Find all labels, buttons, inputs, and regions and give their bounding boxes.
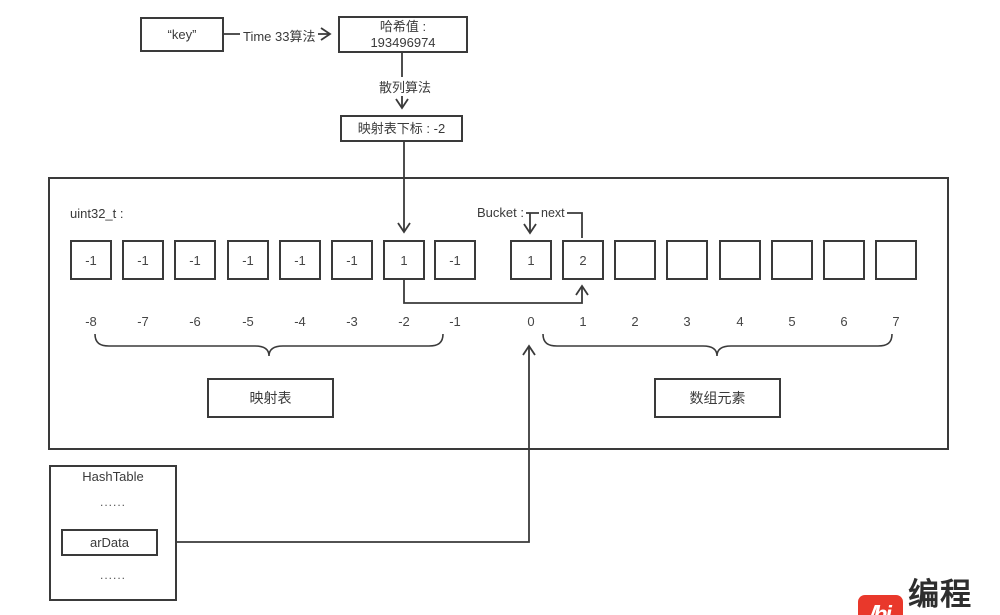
index-label--4: -4 [294,314,306,329]
index-label--2: -2 [398,314,410,329]
index-label-6: 6 [840,314,848,329]
array-panel [48,177,949,450]
index-label-3: 3 [683,314,691,329]
hash-value-number: 193496974 [370,34,436,50]
array-cell--1: -1 [434,240,476,280]
mapping-index-box: 映射表下标 : -2 [340,115,463,142]
logo-text: 编程网 [908,577,973,612]
index-label--3: -3 [346,314,358,329]
uint32-label: uint32_t : [70,206,124,221]
logo-mark-icon: /hi [858,594,904,615]
array-cell--4: -1 [279,240,321,280]
array-cell--7: -1 [122,240,164,280]
array-cell--6: -1 [174,240,216,280]
array-elements-label-box: 数组元素 [654,378,781,418]
index-label-4: 4 [736,314,744,329]
index-label-0: 0 [527,314,535,329]
array-cell--8: -1 [70,240,112,280]
index-label-2: 2 [631,314,639,329]
mapping-index-label: 映射表下标 : -2 [357,120,446,136]
array-cell-3 [666,240,708,280]
logo: /hi 编程网 [858,569,1000,615]
bucket-label: Bucket : [477,205,524,220]
hashtable-title: HashTable [82,469,144,484]
index-label-7: 7 [892,314,900,329]
index-label--7: -7 [137,314,149,329]
mapping-table-label-box: 映射表 [207,378,334,418]
scatter-algorithm-label: 散列算法 [376,77,435,96]
index-label--6: -6 [189,314,201,329]
array-cell--2: 1 [383,240,425,280]
key-label: “key” [167,26,197,42]
array-cell--3: -1 [331,240,373,280]
array-cell-6 [823,240,865,280]
ardata-label: arData [89,535,130,550]
array-elements-label: 数组元素 [689,390,746,406]
array-cell-5 [771,240,813,280]
hash-value-box: 哈希值 : 193496974 [338,16,468,53]
array-cell-7 [875,240,917,280]
hash-value-title: 哈希值 : [379,18,427,34]
next-label: next [539,206,567,220]
hashtable-dots-top: ...... [99,495,126,509]
index-label-1: 1 [579,314,587,329]
hashtable-dots-bottom: ...... [99,568,126,582]
key-box: “key” [140,17,224,52]
array-cell-1: 2 [562,240,604,280]
index-label--5: -5 [242,314,254,329]
index-label-5: 5 [788,314,796,329]
ardata-box: arData [61,529,158,556]
array-cell-2 [614,240,656,280]
mapping-table-label: 映射表 [249,390,292,406]
index-label--8: -8 [85,314,97,329]
time33-algorithm-label: Time 33算法 [240,26,319,45]
index-label--1: -1 [449,314,461,329]
array-cell--5: -1 [227,240,269,280]
array-cell-4 [719,240,761,280]
array-cell-0: 1 [510,240,552,280]
